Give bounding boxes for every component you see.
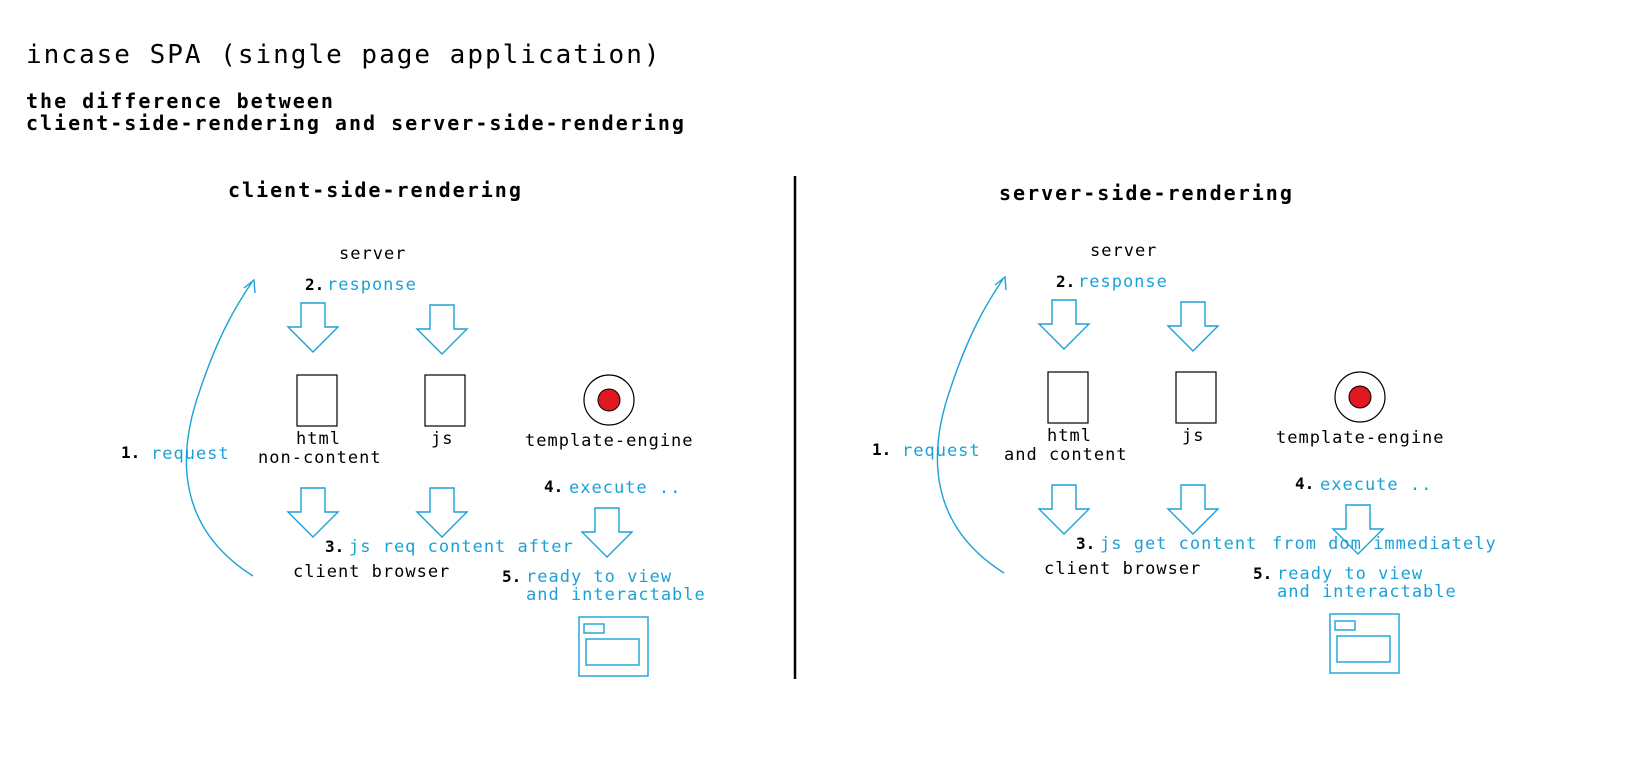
down-arrow-icon [1038, 484, 1090, 535]
csr-step3-number: 3. [325, 537, 344, 556]
csr-html-label: html [296, 429, 341, 449]
subtitle-line-2: client-side-rendering and server-side-re… [26, 111, 686, 135]
document-icon [424, 374, 466, 427]
down-arrow-icon [287, 302, 339, 353]
down-arrow-icon [1167, 484, 1219, 535]
ssr-js-label: js [1182, 426, 1204, 446]
csr-server-label: server [339, 244, 406, 264]
ssr-step3-number: 3. [1076, 534, 1095, 553]
ssr-engine-label: template-engine [1276, 428, 1445, 448]
document-icon [1047, 371, 1089, 424]
csr-step5-number: 5. [502, 567, 521, 586]
csr-step4-number: 4. [544, 477, 563, 496]
csr-step1-number: 1. [121, 443, 140, 462]
down-arrow-icon [287, 487, 339, 538]
csr-js-label: js [431, 429, 453, 449]
record-button-icon [583, 374, 635, 426]
request-arrowhead [994, 275, 1007, 291]
document-icon [296, 374, 338, 427]
ssr-server-label: server [1090, 241, 1157, 261]
ssr-step1-number: 1. [872, 440, 891, 459]
csr-engine-label: template-engine [525, 431, 694, 451]
ssr-step5-line1: ready to view [1277, 564, 1423, 584]
ssr-step2-number: 2. [1056, 272, 1075, 291]
record-button-icon [1334, 371, 1386, 423]
ssr-step4-number: 4. [1295, 474, 1314, 493]
ssr-step5-number: 5. [1253, 564, 1272, 583]
ssr-heading: server-side-rendering [999, 181, 1294, 205]
ssr-panel: server-side-rendering server 2. response… [872, 181, 1497, 674]
csr-browser-label: client browser [293, 562, 450, 582]
ssr-step3-text-2: from dom immediately [1272, 534, 1497, 554]
csr-step5-line2: and interactable [526, 585, 706, 605]
browser-window-icon [578, 616, 649, 677]
down-arrow-icon [1038, 299, 1090, 350]
ssr-step1-text: request [902, 441, 981, 461]
csr-step2-text: response [327, 275, 417, 295]
csr-step2-number: 2. [305, 275, 324, 294]
ssr-step2-text: response [1078, 272, 1168, 292]
down-arrow-icon [416, 487, 468, 538]
csr-step3-text: js req content after [349, 537, 574, 557]
ssr-step4-text: execute .. [1320, 475, 1432, 495]
request-curve [185, 281, 254, 577]
request-arrowhead [243, 278, 256, 294]
browser-window-icon [1329, 613, 1400, 674]
down-arrow-icon [416, 304, 468, 355]
ssr-step5-line2: and interactable [1277, 582, 1457, 602]
csr-step4-text: execute .. [569, 478, 681, 498]
ssr-step3-text: js get content [1100, 534, 1257, 554]
csr-heading: client-side-rendering [228, 178, 523, 202]
ssr-html-sub-label: and content [1004, 445, 1128, 465]
ssr-browser-label: client browser [1044, 559, 1201, 579]
csr-panel: client-side-rendering server 2. response… [121, 178, 706, 677]
down-arrow-icon [1167, 301, 1219, 352]
csr-html-sub-label: non-content [258, 448, 382, 468]
csr-step1-text: request [151, 444, 230, 464]
down-arrow-icon [581, 507, 633, 558]
subtitle-line-1: the difference between [26, 89, 335, 113]
request-curve [936, 278, 1005, 574]
csr-step5-line1: ready to view [526, 567, 672, 587]
ssr-html-label: html [1047, 426, 1092, 446]
page-title: incase SPA (single page application) [26, 40, 662, 70]
document-icon [1175, 371, 1217, 424]
